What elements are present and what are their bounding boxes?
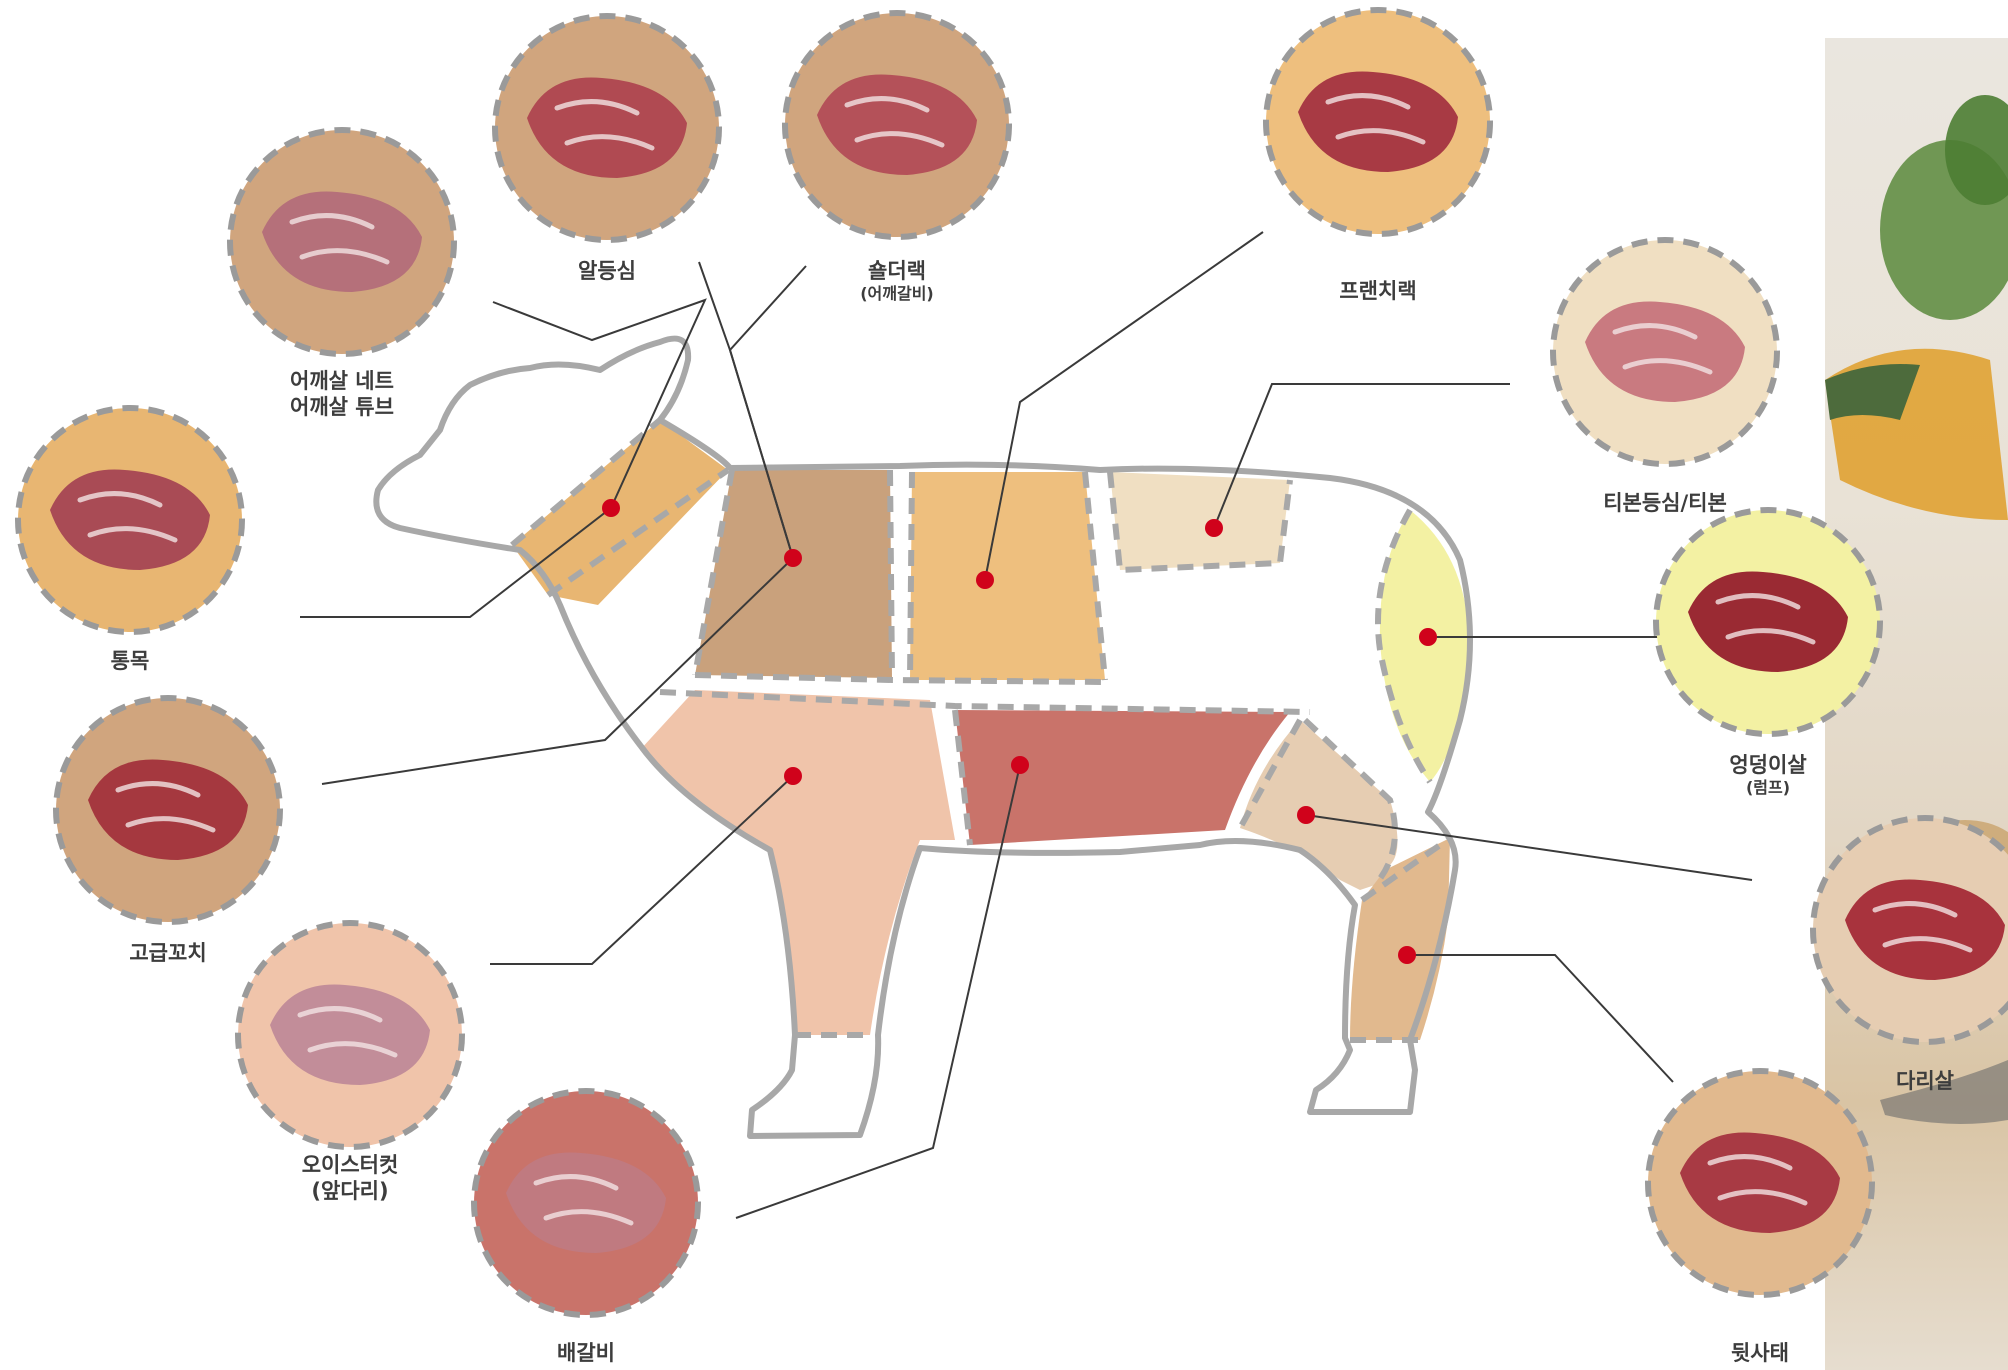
oyster-cut-label: 오이스터컷(앞다리) <box>302 1152 399 1205</box>
oyster-cut-photo-circle <box>238 923 462 1147</box>
shoulder-net-photo-circle <box>230 130 454 354</box>
shoulder-net-name-line2: 어깨살 튜브 <box>290 394 394 420</box>
breast-rib-label: 배갈비 <box>557 1340 615 1366</box>
french-rack-name: 프랜치랙 <box>1339 278 1416 304</box>
region-foreleg <box>640 690 955 1035</box>
neck-name: 통목 <box>111 648 150 674</box>
eye-of-shoulder-name: 알등심 <box>578 258 636 284</box>
shoulder-rack-photo-circle <box>785 13 1009 237</box>
french-rack-label: 프랜치랙 <box>1339 278 1416 304</box>
body-regions <box>512 420 1469 1040</box>
eye-of-shoulder-label: 알등심 <box>578 258 636 284</box>
rump-photo-circle <box>1656 510 1880 734</box>
region-loin <box>1110 472 1290 570</box>
leg-label: 다리살 <box>1896 1068 1954 1094</box>
region-rack <box>910 472 1105 680</box>
kebab-name: 고급꼬치 <box>129 940 206 966</box>
t-bone-name: 티본등심/티본 <box>1603 490 1727 516</box>
shoulder-rack-label: 숄더랙(어깨갈비) <box>860 258 934 304</box>
neck-label: 통목 <box>111 648 150 674</box>
breast-rib-dot <box>1011 756 1029 774</box>
t-bone-photo-circle <box>1553 240 1777 464</box>
rump-subtitle: (럼프) <box>1729 778 1806 798</box>
kebab-photo-circle <box>56 698 280 922</box>
rump-label: 엉덩이살(럼프) <box>1729 752 1806 798</box>
french-rack-photo-circle <box>1266 10 1490 234</box>
eye-of-shoulder-dot <box>784 549 802 567</box>
hind-shank-dot <box>1398 946 1416 964</box>
rump-dot <box>1419 628 1437 646</box>
leg-name: 다리살 <box>1896 1068 1954 1094</box>
hind-shank-name: 뒷사태 <box>1731 1340 1789 1366</box>
hind-shank-label: 뒷사태 <box>1731 1340 1789 1366</box>
hind-shank-photo-circle <box>1648 1071 1872 1295</box>
oyster-cut-name: 오이스터컷 <box>302 1152 399 1178</box>
shoulder-net-dot <box>602 499 620 517</box>
leg-dot <box>1297 806 1315 824</box>
oyster-cut-dot <box>784 767 802 785</box>
shoulder-rack-name: 숄더랙 <box>860 258 934 284</box>
breast-rib-name: 배갈비 <box>557 1340 615 1366</box>
neck-photo-circle <box>18 408 242 632</box>
shoulder-rack-subtitle: (어깨갈비) <box>860 284 934 304</box>
t-bone-dot <box>1205 519 1223 537</box>
leg-photo-circle <box>1813 818 2008 1042</box>
t-bone-label: 티본등심/티본 <box>1603 490 1727 516</box>
oyster-cut-name-line2: (앞다리) <box>302 1178 399 1204</box>
rump-name: 엉덩이살 <box>1729 752 1806 778</box>
region-belly <box>955 710 1290 845</box>
french-rack-dot <box>976 571 994 589</box>
kebab-label: 고급꼬치 <box>129 940 206 966</box>
shoulder-net-name: 어깨살 네트 <box>290 368 394 394</box>
eye-of-shoulder-photo-circle <box>495 16 719 240</box>
hind-shank-leader-line <box>1407 955 1673 1082</box>
breast-rib-photo-circle <box>474 1091 698 1315</box>
